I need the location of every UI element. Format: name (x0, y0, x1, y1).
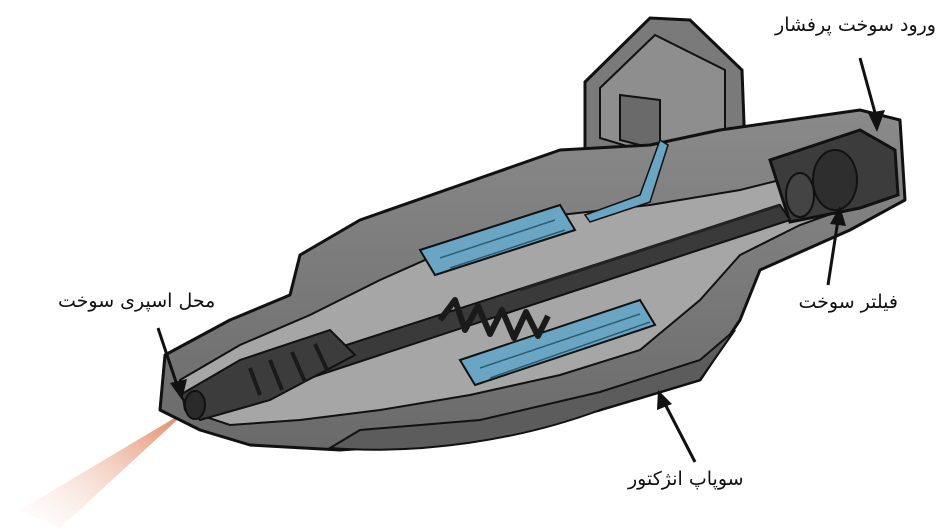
arrow-nozzle (156, 327, 187, 400)
nozzle-tip (178, 328, 357, 422)
electrical-connector (583, 16, 747, 177)
solenoid-coil (418, 138, 669, 387)
fuel-inlet-tube (768, 128, 900, 224)
arrow-inlet (858, 57, 885, 132)
label-injector-valve: سوپاپ انژکتور (628, 468, 744, 490)
fuel-spray (20, 410, 188, 528)
label-fuel-spray-location: محل اسپری سوخت (58, 290, 216, 312)
return-spring (437, 297, 551, 341)
label-high-pressure-fuel-inlet: ورود سوخت پرفشار (775, 14, 936, 36)
label-fuel-filter: فیلتر سوخت (798, 291, 899, 313)
arrow-filter (826, 206, 846, 286)
arrow-valve (657, 390, 697, 463)
